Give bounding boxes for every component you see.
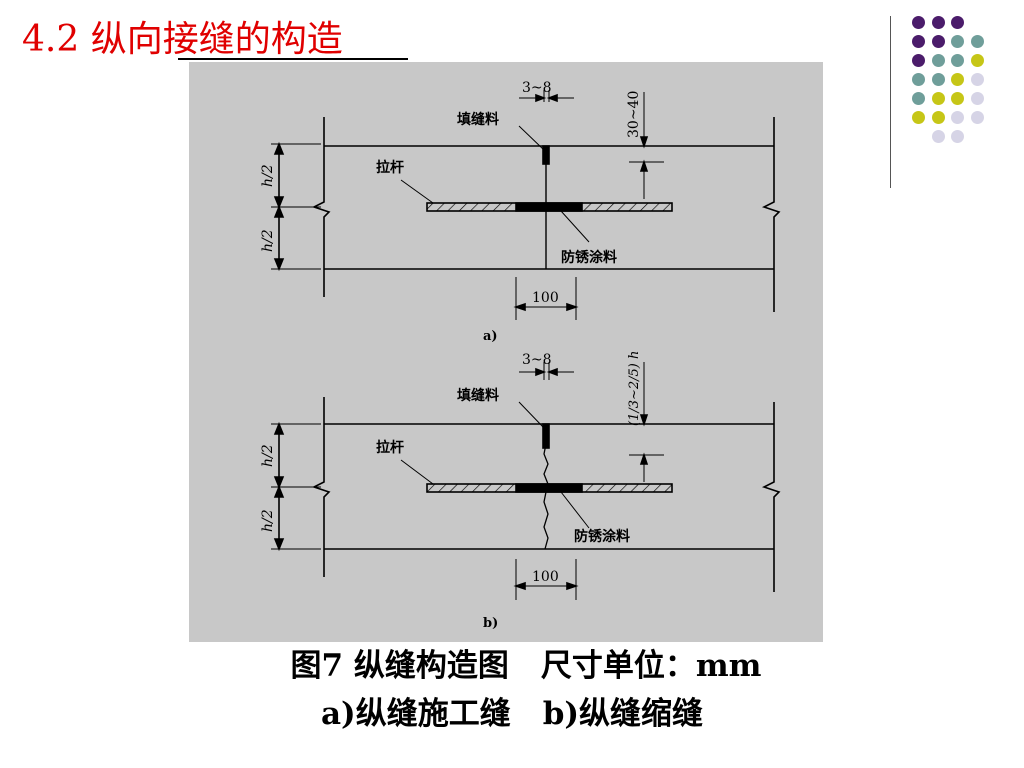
decor-dot	[951, 16, 964, 29]
decor-dot	[970, 92, 984, 105]
decor-dot	[931, 130, 945, 143]
decor-dot	[970, 73, 984, 86]
a-gap-label: 3~8	[522, 80, 552, 96]
b-gap-label: 3~8	[522, 352, 552, 368]
diagram-a-labels: 3~8 30~40 填缝料 拉杆 h/2 h/2 防锈涂料 100 a)	[260, 80, 642, 344]
decor-dot	[931, 111, 945, 124]
a-coating-band	[515, 202, 583, 212]
b-depth-label: (1/3~2/5) h	[627, 351, 642, 426]
decor-dot	[912, 54, 925, 67]
b-filler-label: 填缝料	[457, 387, 499, 404]
decor-dot	[931, 16, 945, 29]
b-subfig-label: b)	[483, 616, 498, 631]
b-crack-lower	[543, 491, 549, 550]
decor-dot	[912, 35, 925, 48]
decor-dot	[912, 73, 925, 86]
decor-dot	[951, 35, 964, 48]
a-coating-label: 防锈涂料	[561, 249, 617, 266]
decor-dot	[931, 73, 945, 86]
b-half-bottom: h/2	[260, 509, 276, 532]
decor-dot	[951, 111, 964, 124]
slide-title: 4.2 纵向接缝的构造	[22, 19, 343, 60]
a-tiebar-label: 拉杆	[376, 159, 404, 176]
caption-line-2: a)纵缝施工缝 b)纵缝缩缝	[0, 694, 1024, 734]
b-tiebar-label: 拉杆	[376, 439, 404, 456]
decor-dot	[931, 35, 945, 48]
b-half-top: h/2	[260, 444, 276, 467]
b-left-break	[311, 397, 331, 577]
a-subfig-label: a)	[483, 329, 498, 344]
diagram-b	[271, 362, 781, 600]
a-depth-label: 30~40	[626, 91, 642, 138]
joint-diagram-svg: 3~8 30~40 填缝料 拉杆 h/2 h/2 防锈涂料 100 a)	[260, 80, 781, 631]
decor-dot	[951, 54, 964, 67]
diagram-b-labels: 3~8 (1/3~2/5) h 填缝料 拉杆 h/2 h/2 防锈涂料 100 …	[260, 351, 642, 631]
a-right-break	[761, 117, 781, 312]
caption-figure-title: 图7 纵缝构造图	[290, 648, 509, 684]
decor-dot	[970, 35, 984, 48]
b-right-break	[761, 402, 781, 592]
a-filler-label: 填缝料	[457, 111, 499, 128]
decor-dot	[951, 130, 964, 143]
a-half-bottom: h/2	[260, 229, 276, 252]
caption-line-1: 图7 纵缝构造图尺寸单位：mm	[0, 646, 1024, 686]
decor-dot	[970, 111, 984, 124]
a-filler-block	[542, 145, 550, 165]
title-underline	[178, 58, 408, 60]
decor-dot	[951, 92, 964, 105]
a-half-top: h/2	[260, 164, 276, 187]
a-width-label: 100	[532, 290, 559, 306]
caption-sub-a: a)纵缝施工缝	[320, 696, 511, 732]
divider-line	[890, 16, 891, 188]
a-left-break	[311, 117, 331, 297]
decor-dot	[912, 16, 925, 29]
decor-dot	[970, 54, 984, 67]
diagram-a	[271, 90, 781, 320]
decor-dot	[912, 111, 925, 124]
b-coating-label: 防锈涂料	[574, 528, 630, 545]
b-coating-band	[515, 483, 583, 493]
decor-dot	[931, 54, 945, 67]
b-filler-block	[542, 423, 550, 449]
joint-diagram-figure: 3~8 30~40 填缝料 拉杆 h/2 h/2 防锈涂料 100 a)	[189, 62, 823, 642]
decor-dot	[931, 92, 945, 105]
caption-units: 尺寸单位：mm	[540, 648, 762, 684]
b-width-label: 100	[532, 569, 559, 585]
caption-sub-b: b)纵缝缩缝	[542, 696, 704, 732]
decor-dot	[951, 73, 964, 86]
decor-dot	[912, 92, 925, 105]
